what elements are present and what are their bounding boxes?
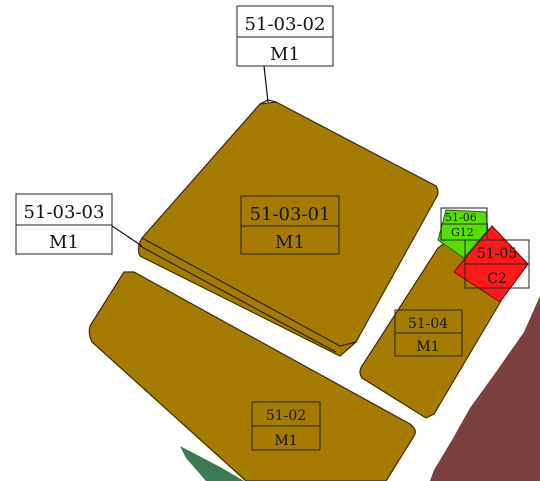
parcel-51-03-03-strip-inner [139, 245, 337, 353]
label-51-06-use: G12 [451, 226, 474, 239]
leader-line-51-03-03 [111, 225, 143, 247]
label-51-03-01-code: 51-03-01 [250, 204, 331, 225]
label-51-03-03-use: M1 [49, 232, 79, 253]
label-51-03-02[interactable]: 51-03-02 M1 [236, 5, 334, 67]
label-51-03-02-use: M1 [270, 44, 300, 65]
parcel-51-03-03-strip [141, 237, 357, 347]
label-51-02-code: 51-02 [266, 408, 306, 424]
label-51-06[interactable]: 51-06 G12 [440, 207, 488, 241]
forest-region [180, 446, 244, 481]
label-51-02[interactable]: 51-02 M1 [251, 401, 321, 451]
label-51-04-code: 51-04 [408, 316, 448, 332]
dark-region [430, 296, 540, 481]
parcel-51-02[interactable] [88, 271, 416, 481]
label-51-05-use: C2 [487, 271, 507, 287]
leader-line-51-03-02 [263, 65, 269, 103]
label-51-04-use: M1 [416, 339, 439, 355]
label-51-04[interactable]: 51-04 M1 [394, 309, 463, 357]
label-51-02-use: M1 [274, 433, 297, 449]
label-51-03-03-code: 51-03-03 [24, 202, 105, 223]
label-51-03-01-use: M1 [275, 232, 305, 253]
parcel-51-06[interactable] [437, 209, 489, 259]
label-51-05-code: 51-05 [477, 246, 517, 262]
label-51-05[interactable]: 51-05 C2 [464, 239, 530, 289]
label-51-06-code: 51-06 [445, 211, 477, 224]
label-51-03-01[interactable]: 51-03-01 M1 [240, 195, 340, 255]
label-51-03-02-code: 51-03-02 [245, 14, 326, 35]
label-51-03-03[interactable]: 51-03-03 M1 [15, 193, 113, 255]
